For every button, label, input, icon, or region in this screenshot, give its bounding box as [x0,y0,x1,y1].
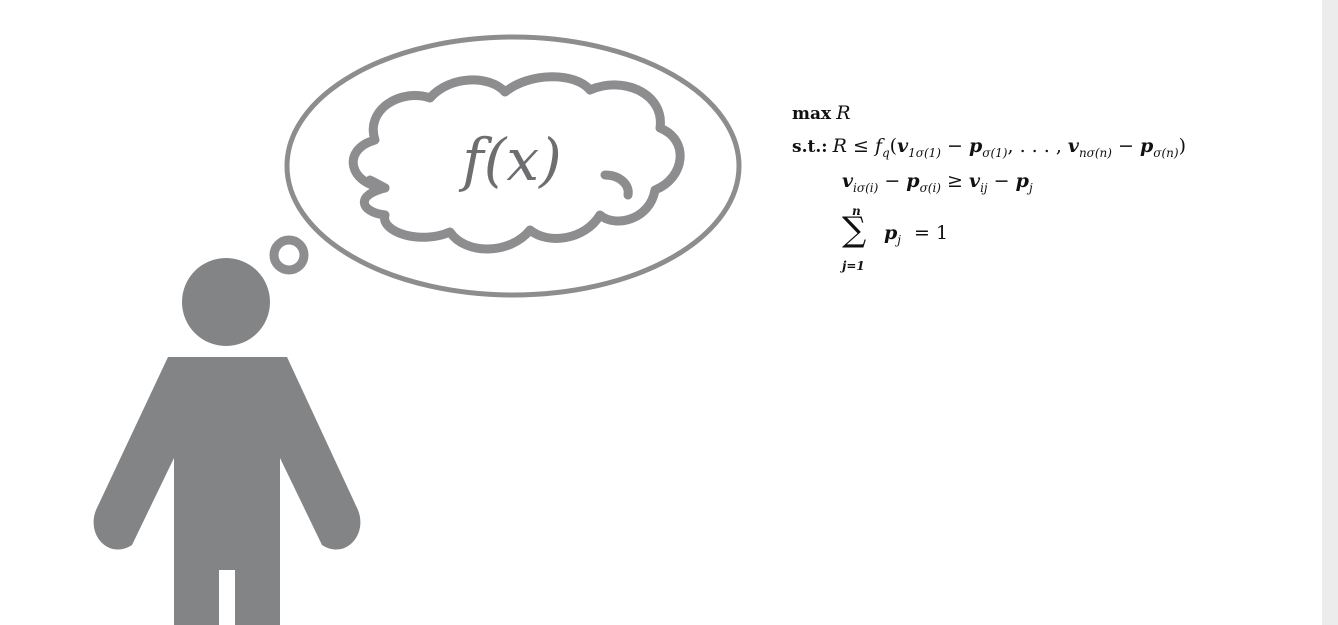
sum-lower-limit: j=1 [842,259,865,273]
thought-small-bubble [269,235,309,275]
sum-upper-limit: n [852,204,861,218]
constraint-row-1: s.t.: R ≤ fq(v1σ(1) − pσ(1), . . . , vnσ… [792,135,1186,160]
person-icon [93,258,361,625]
objective-keyword: max [792,104,832,124]
thought-bubble-icon [284,34,742,298]
cloud-icon [348,72,685,254]
sum-rhs: = 1 [914,222,949,244]
optimization-formula: max R s.t.: R ≤ fq(v1σ(1) − pσ(1), . . .… [792,100,1292,290]
constraint-2: viσ(i) − pσ(i) ≥ vij − pj [842,170,1033,195]
objective-variable: R [836,102,851,124]
constraint-row-3: n ∑ j=1 pj = 1 [842,204,1042,284]
constraint-row-2: viσ(i) − pσ(i) ≥ vij − pj [842,170,1033,195]
constraints-label: s.t.: [792,137,828,157]
thought-text: f(x) [458,126,561,194]
summation-sign: ∑ [842,210,867,250]
sum-term: pj [884,222,902,247]
scrollbar-strip [1322,0,1338,625]
constraint-1: R ≤ fq(v1σ(1) − pσ(1), . . . , vnσ(n) − … [832,135,1186,160]
objective-row: max R [792,102,851,124]
